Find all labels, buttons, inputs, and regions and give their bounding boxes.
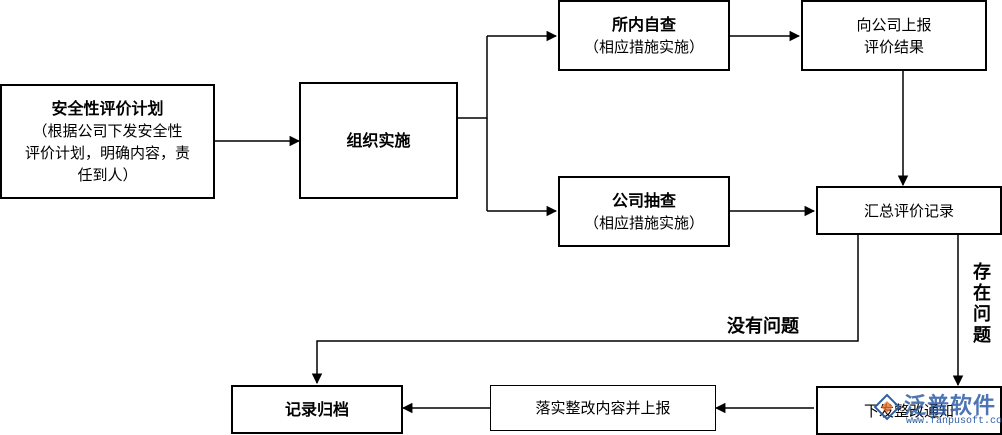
no-problem-label: 没有问题 — [727, 316, 799, 337]
company-check-sub: （相应措施实施） — [583, 213, 704, 232]
plan-box: 安全性评价计划 （根据公司下发安全性 评价计划，明确内容，责 任到人） — [0, 84, 215, 199]
plan-line-3: 任到人） — [77, 165, 138, 184]
self-check-title: 所内自查 — [611, 14, 676, 34]
watermark-logo-icon — [873, 393, 901, 421]
watermark: 泛普软件 www.fanpusoft.com — [872, 388, 1002, 434]
self-check-sub: （相应措施实施） — [583, 37, 704, 56]
summary-title: 汇总评价记录 — [863, 201, 954, 220]
archive-box: 记录归档 — [231, 385, 403, 434]
plan-title: 安全性评价计划 — [51, 98, 164, 118]
organize-title: 组织实施 — [346, 130, 411, 150]
has-problem-char-1: 存 — [973, 262, 991, 283]
self-check-box: 所内自查 （相应措施实施） — [558, 0, 730, 71]
has-problem-char-3: 问 — [973, 304, 991, 325]
company-check-title: 公司抽查 — [611, 190, 676, 210]
summary-box: 汇总评价记录 — [816, 186, 1002, 235]
report-line-1: 向公司上报 — [856, 15, 932, 34]
watermark-url: www.fanpusoft.com — [906, 416, 1002, 427]
has-problem-char-2: 在 — [973, 283, 991, 304]
branch-line — [458, 36, 488, 119]
report-line-2: 评价结果 — [863, 37, 924, 56]
archive-title: 记录归档 — [284, 399, 349, 419]
has-problem-char-4: 题 — [973, 325, 991, 346]
report-company-box: 向公司上报 评价结果 — [801, 0, 987, 71]
plan-line-2: 评价计划，明确内容，责 — [24, 143, 190, 162]
issue-notice-box: 下发整改通知 — [816, 386, 1002, 435]
implement-report-title: 落实整改内容并上报 — [535, 399, 671, 417]
arrow-no-problem-to-archive — [311, 234, 859, 385]
company-check-box: 公司抽查 （相应措施实施） — [558, 176, 730, 247]
has-problem-label: 存 在 问 题 — [970, 262, 994, 346]
organize-box: 组织实施 — [299, 82, 458, 199]
implement-report-box: 落实整改内容并上报 — [490, 385, 716, 431]
watermark-text: 泛普软件 — [904, 394, 997, 419]
plan-line-1: （根据公司下发安全性 — [32, 121, 183, 140]
